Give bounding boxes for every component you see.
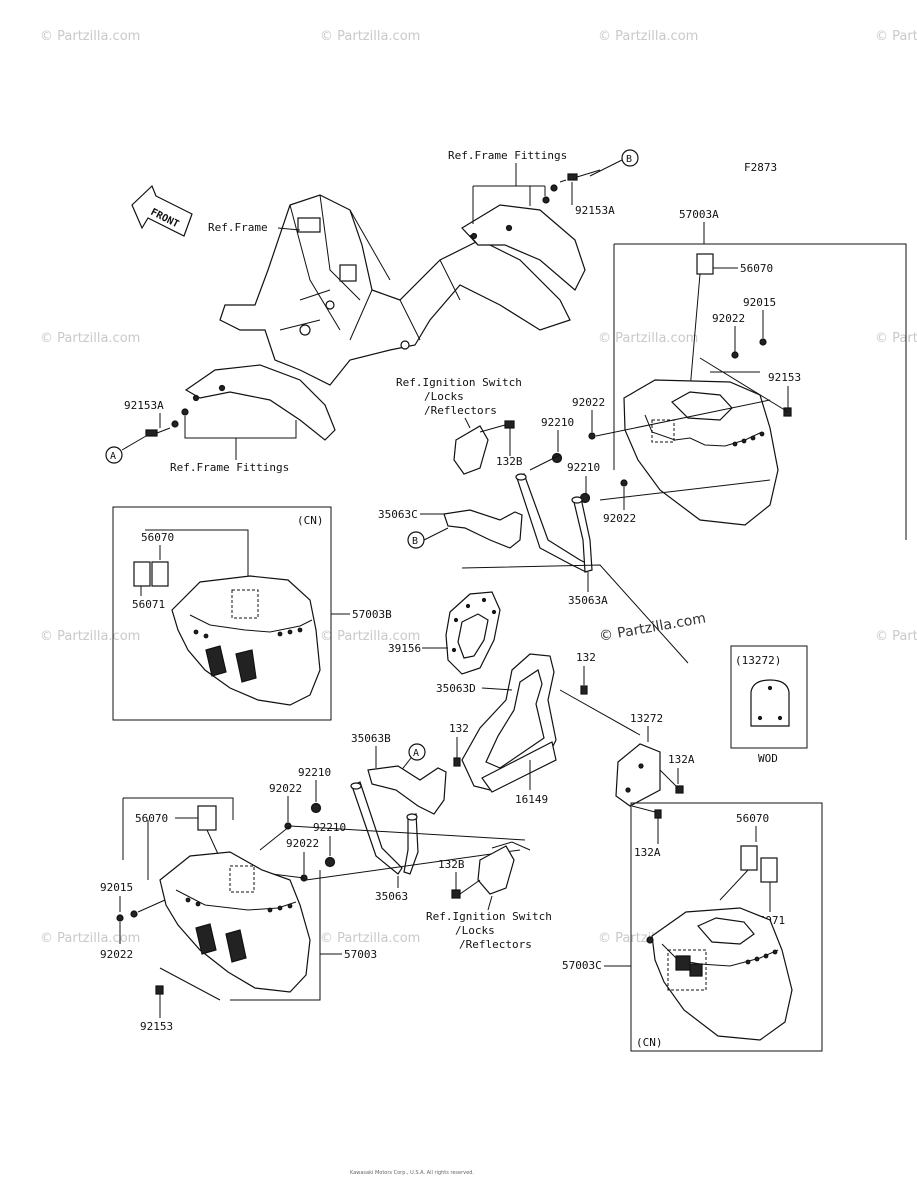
- watermark: © Partzilla.com: [40, 331, 140, 346]
- front-arrow-icon: FRONT: [131, 184, 193, 237]
- label-132b-top: 132B: [496, 455, 523, 468]
- label-92210-c: 92210: [298, 766, 331, 779]
- label-92210-b: 92210: [567, 461, 600, 474]
- label-13272-box: (13272): [735, 654, 781, 667]
- bracket-35063: [350, 781, 419, 875]
- cover-plate-13272: [615, 743, 661, 807]
- label-92022-c: 92022: [603, 512, 636, 525]
- watermark: © Partzilla.com: [598, 29, 698, 44]
- label-92210-d: 92210: [313, 821, 346, 834]
- ignition-bracket-bottom: [477, 845, 515, 895]
- label-locks-bottom: /Locks: [455, 924, 495, 937]
- label-92022-d: 92022: [269, 782, 302, 795]
- label-132a-bottom: 132A: [634, 846, 661, 859]
- label-57003a: 57003A: [679, 208, 719, 221]
- saddlebag-57003a: [623, 379, 779, 526]
- callout-b-mid: B: [412, 536, 418, 547]
- sticker-56070: [696, 253, 714, 275]
- label-92022-e: 92022: [286, 837, 319, 850]
- label-cn-left: (CN): [297, 514, 324, 527]
- watermark-center: © Partzilla.com: [598, 610, 707, 645]
- saddlebag-57003c: [646, 907, 793, 1041]
- frame-fitting-top: [461, 204, 586, 291]
- sticker-56071-left: [133, 561, 151, 587]
- label-ref-frame-fittings-bottom: Ref.Frame Fittings: [170, 461, 289, 474]
- ignition-bracket-top: [453, 425, 489, 475]
- label-56070-top: 56070: [740, 262, 773, 275]
- cover-plate-wod: [750, 679, 790, 727]
- label-92153a-left: 92153A: [124, 399, 164, 412]
- label-57003b: 57003B: [352, 608, 392, 621]
- backrest-pad-39156: [445, 591, 501, 675]
- label-56071-left: 56071: [132, 598, 165, 611]
- plate-35063b: [367, 765, 447, 815]
- label-wod: WOD: [758, 752, 778, 765]
- plate-35063c: [443, 509, 523, 549]
- label-57003c: 57003C: [562, 959, 602, 972]
- label-13272: 13272: [630, 712, 663, 725]
- box-wod: [730, 645, 808, 749]
- label-35063b: 35063B: [351, 732, 391, 745]
- footer-copyright: Kawasaki Motors Corp., U.S.A. All rights…: [350, 1170, 474, 1176]
- callout-a-top: A: [110, 451, 116, 462]
- label-92153-bottom: 92153: [140, 1020, 173, 1033]
- watermark: © Partzilla.com: [320, 29, 420, 44]
- bracket-35063a: [515, 473, 593, 573]
- label-92015-top: 92015: [743, 296, 776, 309]
- label-ref-ign-top: Ref.Ignition Switch: [396, 376, 522, 389]
- label-35063: 35063: [375, 890, 408, 903]
- watermark: © Partzilla.com: [875, 629, 917, 644]
- callout-a-mid: A: [413, 748, 419, 759]
- label-92153a-top: 92153A: [575, 204, 615, 217]
- sticker-56071-br: [760, 857, 778, 883]
- label-92022-f: 92022: [100, 948, 133, 961]
- diagram-code: F2873: [744, 161, 777, 174]
- label-92015-left: 92015: [100, 881, 133, 894]
- watermark: © Partzilla.com: [40, 931, 140, 946]
- label-56070-bl: 56070: [135, 812, 168, 825]
- watermark: © Partzilla.com: [40, 29, 140, 44]
- label-16149: 16149: [515, 793, 548, 806]
- label-92022-b: 92022: [572, 396, 605, 409]
- label-92022-a: 92022: [712, 312, 745, 325]
- label-35063a: 35063A: [568, 594, 608, 607]
- label-132a-top: 132A: [668, 753, 695, 766]
- label-ref-ign-bottom: Ref.Ignition Switch: [426, 910, 552, 923]
- label-56070-left: 56070: [141, 531, 174, 544]
- label-ref-frame: Ref.Frame: [208, 221, 268, 234]
- label-cn-right: (CN): [636, 1036, 663, 1049]
- box-57003c: [630, 802, 823, 1052]
- frame-fitting-bottom: [184, 364, 336, 441]
- label-57003: 57003: [344, 948, 377, 961]
- sticker-56070-bl: [197, 805, 217, 831]
- backrest-frame-35063d: [461, 653, 557, 793]
- label-35063d: 35063D: [436, 682, 476, 695]
- label-92153-right: 92153: [768, 371, 801, 384]
- watermark: © Partzilla.com: [320, 931, 420, 946]
- watermark: © Partzilla.com: [320, 629, 420, 644]
- label-132b-bottom: 132B: [438, 858, 465, 871]
- label-132-mid: 132: [449, 722, 469, 735]
- callout-b-top: B: [626, 154, 632, 165]
- watermark: © Partzilla.com: [598, 331, 698, 346]
- watermark: © Partzilla.com: [875, 29, 917, 44]
- saddlebag-57003b: [171, 575, 321, 706]
- sticker-56070-br: [740, 845, 758, 871]
- label-reflectors-top: /Reflectors: [424, 404, 497, 417]
- label-ref-frame-fittings-top: Ref.Frame Fittings: [448, 149, 567, 162]
- label-92210-a: 92210: [541, 416, 574, 429]
- watermark: © Partzilla.com: [40, 629, 140, 644]
- label-locks-top: /Locks: [424, 390, 464, 403]
- sticker-56070-left: [151, 561, 169, 587]
- watermark: © Partzilla.com: [875, 331, 917, 346]
- label-56070-br: 56070: [736, 812, 769, 825]
- label-35063c: 35063C: [378, 508, 418, 521]
- saddlebag-57003: [159, 851, 311, 993]
- watermarks: © Partzilla.com © Partzilla.com © Partzi…: [40, 29, 917, 946]
- label-132-top: 132: [576, 651, 596, 664]
- label-reflectors-bottom: /Reflectors: [459, 938, 532, 951]
- label-39156: 39156: [388, 642, 421, 655]
